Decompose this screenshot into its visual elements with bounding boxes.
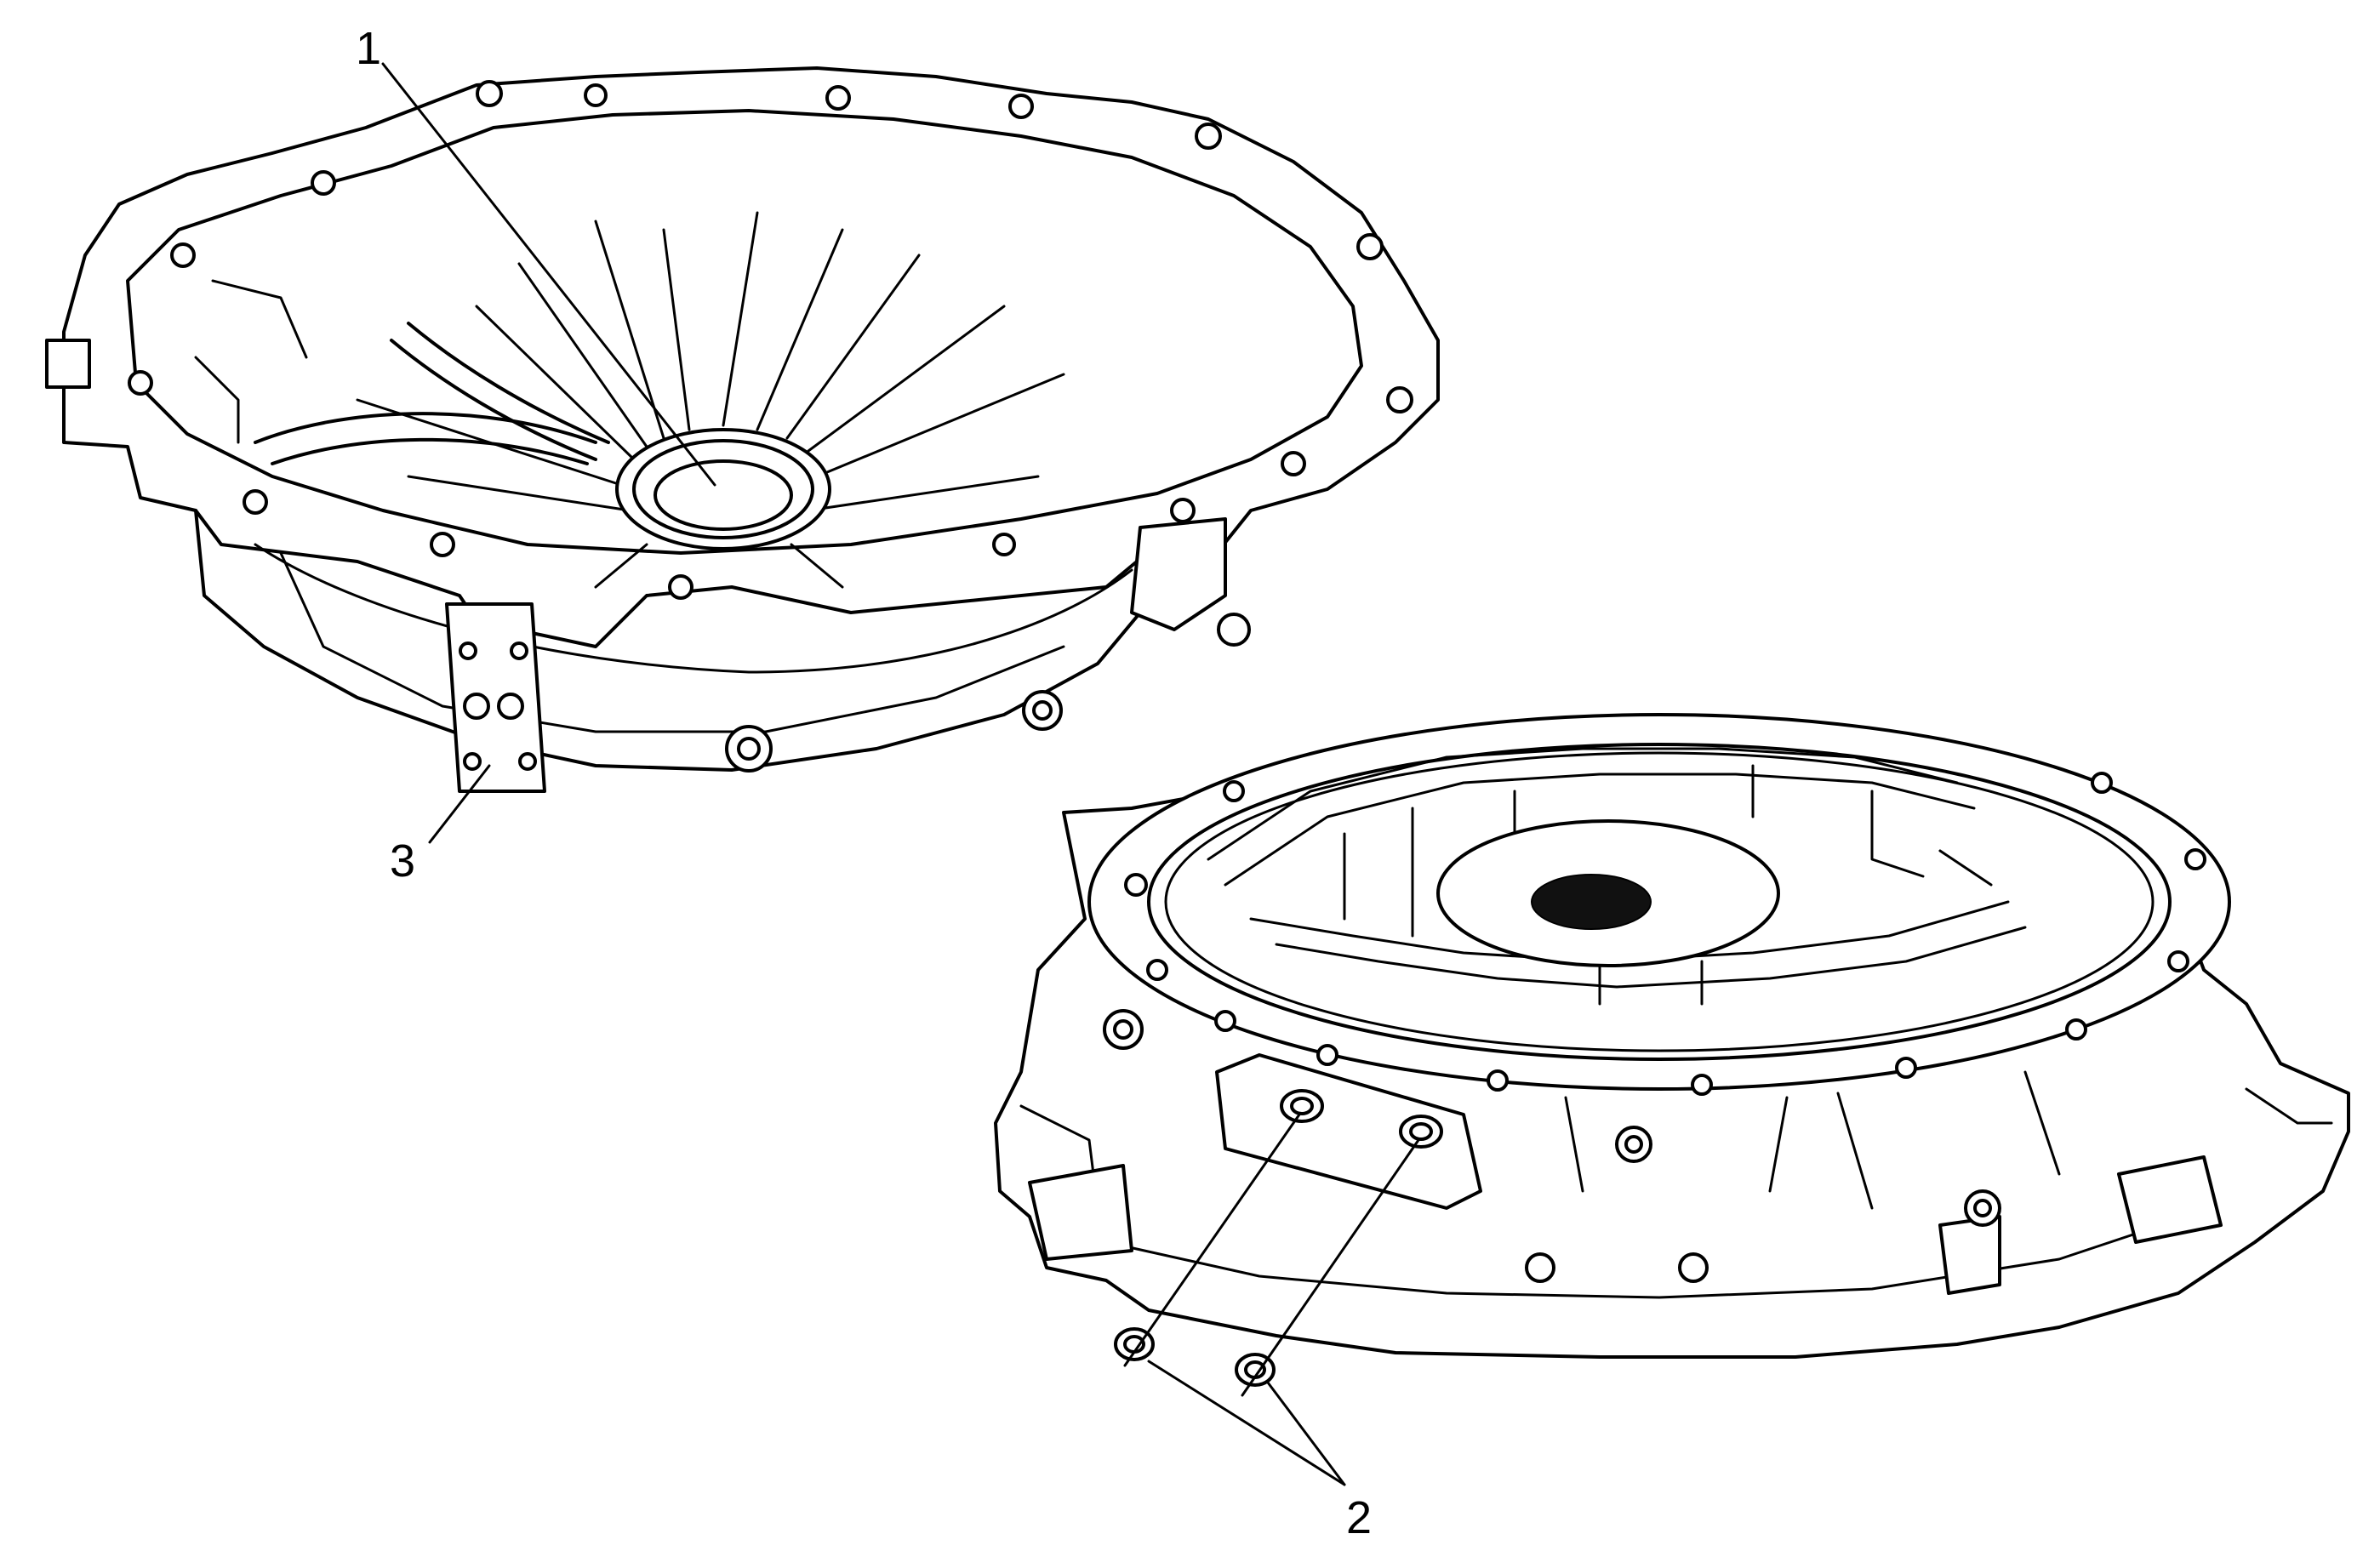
leader-1 [381, 62, 716, 487]
lower-housing-right-foot [2117, 1155, 2223, 1244]
upper-housing-flange [62, 66, 1440, 648]
upper-flange-bolt-holes [128, 80, 1413, 600]
callout-label-3: 3 [390, 835, 415, 887]
leader-3 [428, 764, 491, 844]
leader-2a [1147, 1360, 1346, 1486]
alignment-line-left [1123, 1113, 1301, 1367]
mounting-bracket-plate [445, 602, 546, 793]
lower-flange-bolt-holes [1124, 772, 2206, 1096]
callout-label-2: 2 [1346, 1492, 1372, 1543]
lower-housing-port-bracket [1215, 1053, 1482, 1210]
lower-housing-left-foot [1028, 1164, 1133, 1261]
port-hole-right [1399, 1115, 1443, 1149]
callout-label-1: 1 [356, 23, 381, 74]
alignment-line-right [1241, 1138, 1420, 1397]
leader-2b [1266, 1381, 1346, 1486]
upper-housing-tubes [194, 279, 610, 465]
upper-housing-lower-boss [725, 725, 773, 773]
upper-housing-left-tab [45, 339, 91, 389]
upper-housing-inner-rim [126, 109, 1363, 555]
port-hole-left [1280, 1089, 1324, 1123]
upper-housing-right-boss [1130, 517, 1227, 631]
upper-housing [45, 66, 1440, 793]
lower-housing [994, 713, 2350, 1359]
lower-housing-side-boss [1103, 1009, 1144, 1050]
front-seal-bore [615, 428, 831, 550]
callout-leaders [381, 62, 1346, 1486]
upper-housing-ribs [356, 211, 1065, 589]
o-ring-seals [1114, 1113, 1420, 1397]
